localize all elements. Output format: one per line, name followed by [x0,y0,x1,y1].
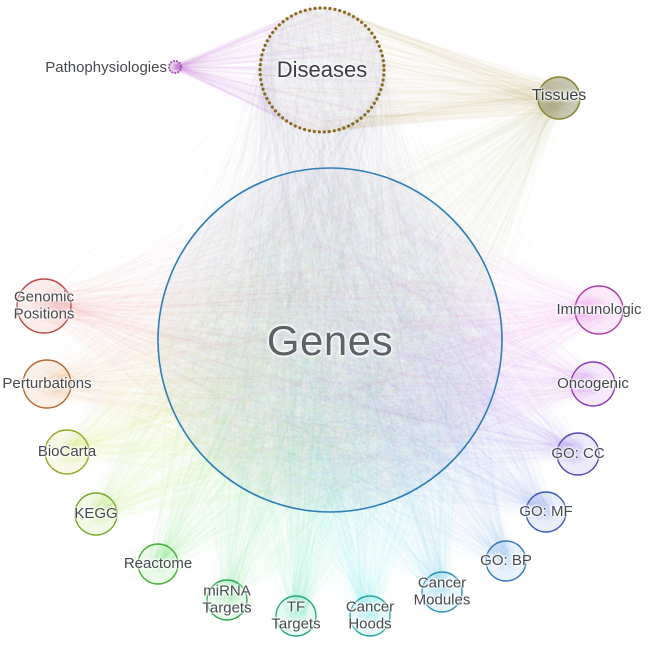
node-oncogenic[interactable] [570,361,616,407]
node-cancer-modules[interactable] [421,571,463,613]
node-perturbations[interactable] [22,359,72,409]
node-pathophysiologies[interactable] [167,59,183,75]
node-mirna-targets[interactable] [206,579,248,621]
node-diseases[interactable] [260,8,384,132]
node-tissues[interactable] [537,76,581,120]
node-kegg[interactable] [74,492,118,536]
node-genomic-positions[interactable] [16,278,72,334]
node-genes[interactable] [157,167,503,513]
node-tf-targets[interactable] [275,595,317,637]
node-reactome[interactable] [137,543,179,585]
diseases-dotted-ring-icon [258,6,386,134]
node-go-mf[interactable] [525,491,567,533]
node-go-cc[interactable] [556,432,600,476]
node-biocarta[interactable] [44,429,90,475]
node-cancer-hoods[interactable] [349,595,391,637]
node-go-bp[interactable] [485,540,527,582]
node-immunologic[interactable] [574,285,624,335]
